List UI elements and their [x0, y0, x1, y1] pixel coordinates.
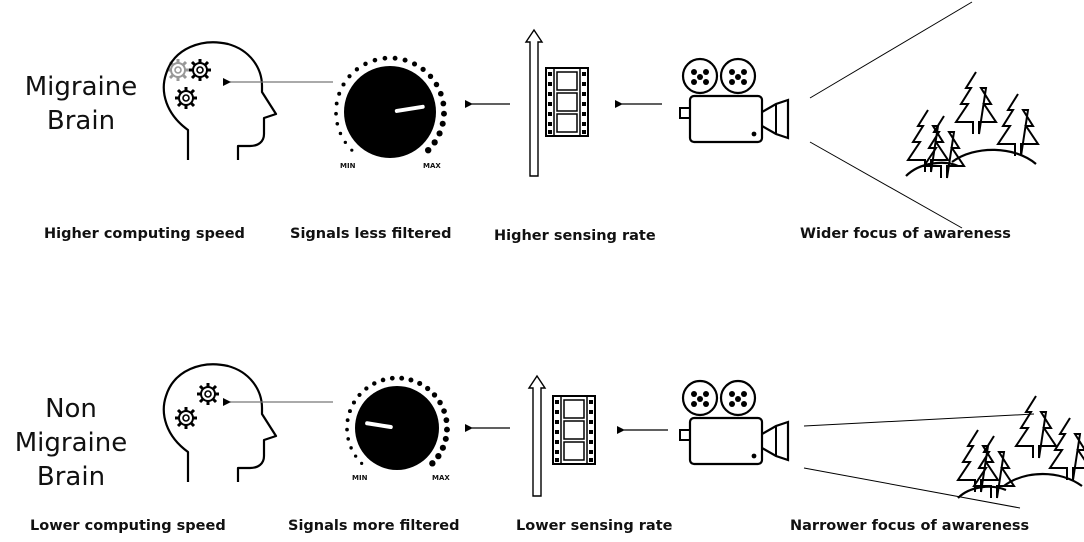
sensing-rate-bar-icon — [527, 374, 547, 497]
knob-scale-dot — [372, 57, 378, 63]
knob-scale-dot — [382, 55, 388, 61]
knob-scale-dot — [424, 146, 432, 154]
head-with-gears-icon — [162, 363, 278, 484]
head-with-gears-icon — [162, 41, 278, 162]
filter-knob-icon: MIN MAX — [345, 375, 450, 482]
knob-scale-dot — [364, 386, 369, 391]
knob-scale-dot — [439, 444, 446, 451]
knob-min-label: MIN — [352, 474, 368, 482]
knob-scale-dot — [439, 120, 446, 127]
knob-max-label: MAX — [432, 474, 450, 482]
knob-scale-dot — [345, 427, 349, 432]
filter-knob-icon: MIN MAX — [334, 55, 447, 170]
forest-scene-icon — [957, 395, 1084, 499]
movie-camera-icon — [678, 57, 790, 144]
caption-focus: Narrower focus of awareness — [790, 518, 1030, 534]
knob-max-label: MAX — [423, 162, 441, 170]
knob-scale-dot — [357, 392, 362, 398]
row-title-line: Migraine — [24, 72, 138, 102]
knob-scale-dot — [437, 90, 444, 97]
knob-scale-dot — [334, 111, 338, 116]
field-of-view-lines — [809, 1, 973, 229]
knob-scale-dot — [431, 139, 438, 146]
knob-scale-dot — [347, 74, 352, 79]
knob-scale-dot — [347, 409, 352, 414]
caption-computing-speed: Higher computing speed — [44, 226, 245, 242]
caption-sensing-rate: Higher sensing rate — [494, 228, 656, 244]
caption-sensing-rate: Lower sensing rate — [516, 518, 673, 534]
knob-min-label: MIN — [340, 162, 356, 170]
caption-filtering: Signals more filtered — [288, 518, 460, 534]
knob-scale-dot — [411, 61, 418, 67]
knob-scale-dot — [442, 435, 449, 442]
knob-scale-dot — [341, 82, 346, 87]
knob-scale-dot — [345, 418, 350, 423]
film-strip-icon — [552, 395, 596, 465]
field-of-view-lines — [803, 413, 1035, 509]
knob-scale-dot — [433, 81, 440, 88]
knob-scale-dot — [420, 66, 426, 72]
knob-scale-dot — [431, 392, 438, 398]
knob-scale-dot — [436, 130, 443, 137]
knob-needle — [365, 421, 393, 430]
row-title-non-migraine: Non Migraine Brain — [0, 392, 146, 494]
knob-scale-dot — [417, 380, 423, 387]
knob-scale-dot — [346, 437, 350, 441]
knob-scale-dot — [427, 73, 434, 79]
row-title-line: Migraine — [14, 428, 128, 458]
forest-scene-icon — [905, 71, 1039, 179]
knob-scale-dot — [441, 110, 447, 117]
knob-scale-dot — [441, 408, 447, 414]
knob-scale-dot — [444, 426, 450, 433]
knob-scale-dot — [380, 377, 386, 383]
knob-scale-dot — [425, 385, 431, 392]
knob-scale-dot — [443, 417, 450, 424]
knob-scale-dot — [350, 148, 354, 152]
caption-focus: Wider focus of awareness — [800, 226, 1011, 242]
film-strip-icon — [545, 67, 589, 137]
knob-scale-dot — [363, 61, 368, 67]
knob-scale-dot — [337, 91, 342, 96]
knob-scale-dot — [402, 57, 408, 63]
knob-needle — [394, 104, 425, 113]
knob-scale-dot — [335, 121, 340, 126]
knob-scale-dot — [349, 446, 353, 450]
row-title-line: Brain — [46, 106, 116, 136]
knob-scale-dot — [435, 452, 442, 460]
knob-scale-dot — [389, 375, 395, 381]
sensing-rate-bar-icon — [524, 28, 544, 177]
knob-scale-dot — [440, 100, 447, 107]
caption-computing-speed: Lower computing speed — [30, 518, 226, 534]
knob-scale-dot — [338, 131, 343, 136]
movie-camera-icon — [678, 379, 790, 466]
knob-scale-dot — [353, 454, 358, 458]
knob-scale-dot — [351, 400, 357, 405]
knob-scale-dot — [408, 377, 414, 383]
knob-scale-dot — [354, 67, 360, 72]
caption-filtering: Signals less filtered — [290, 226, 452, 242]
row-title-migraine: Migraine Brain — [6, 70, 156, 138]
row-title-line: Non — [45, 394, 97, 424]
row-title-line: Brain — [36, 462, 106, 492]
knob-scale-dot — [392, 55, 398, 61]
knob-scale-dot — [399, 375, 405, 381]
knob-scale-dot — [437, 399, 443, 406]
knob-scale-dot — [372, 381, 377, 386]
knob-scale-dot — [360, 461, 364, 465]
knob-scale-dot — [334, 101, 339, 106]
knob-scale-dot — [343, 140, 348, 145]
knob-scale-dot — [429, 460, 436, 467]
